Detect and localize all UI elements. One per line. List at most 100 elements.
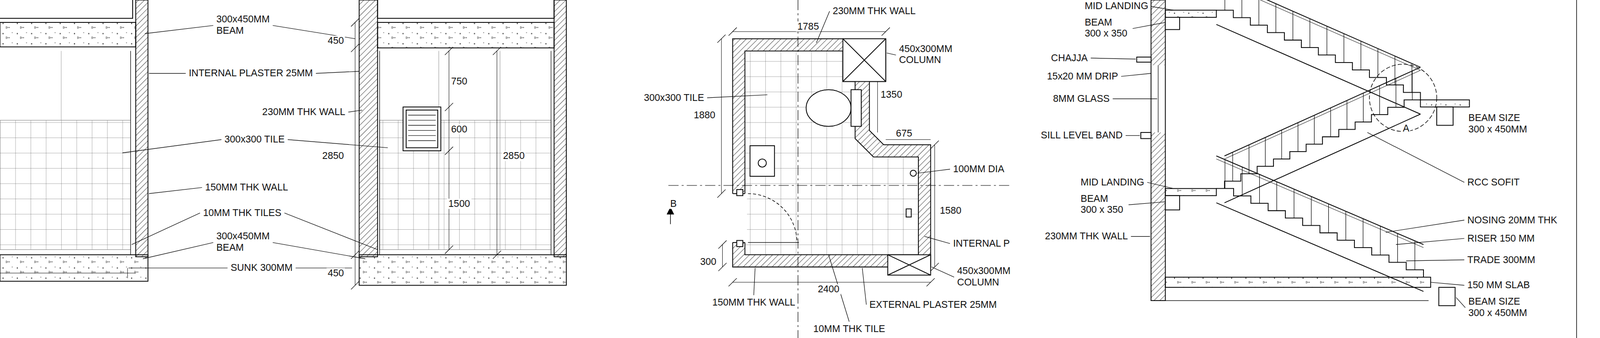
drawing-line bbox=[1438, 287, 1456, 307]
annotation-text: 230MM THK WALL bbox=[261, 107, 347, 119]
drawing-line bbox=[1165, 300, 1429, 302]
drawing-line bbox=[885, 139, 931, 140]
baluster bbox=[1414, 241, 1416, 270]
leader-line bbox=[1132, 22, 1166, 29]
baluster bbox=[1276, 182, 1278, 211]
baluster bbox=[1330, 107, 1332, 137]
drawing-line bbox=[1136, 57, 1151, 63]
drawing-line bbox=[408, 135, 436, 136]
annotation-text: 300x300 TILE bbox=[223, 134, 286, 146]
drawing-line bbox=[842, 38, 886, 82]
handrail bbox=[1216, 0, 1421, 71]
annotation-text: MID LANDING bbox=[1079, 177, 1145, 188]
annotation-text: 150MM THK WALL bbox=[204, 182, 290, 194]
drawing-line bbox=[550, 51, 552, 256]
drawing-line bbox=[881, 27, 890, 36]
annotation-text: SILL LEVEL BAND bbox=[1039, 130, 1124, 142]
drawing-line bbox=[1140, 132, 1151, 139]
annotation-text: 150MM THK WALL bbox=[711, 297, 797, 309]
annotation-text: B bbox=[669, 198, 678, 210]
leader-line bbox=[707, 94, 768, 98]
dimension-text: 1785 bbox=[796, 21, 821, 33]
drawing-line bbox=[1165, 195, 1180, 210]
dimension-text: 1500 bbox=[447, 198, 472, 210]
leader-line bbox=[316, 71, 360, 74]
drawing-line bbox=[445, 146, 454, 156]
drawing-line bbox=[350, 281, 360, 290]
annotation-text: RISER 150 MM bbox=[1466, 233, 1536, 245]
annotation-text: TRADE 300MM bbox=[1466, 254, 1537, 266]
drawing-line bbox=[1158, 65, 1159, 133]
drawing-line bbox=[736, 189, 743, 196]
annotation-text: 10MM THK TILES bbox=[202, 207, 283, 219]
baluster bbox=[1241, 0, 1242, 18]
annotation-text: 100MM DIA bbox=[951, 163, 1005, 175]
baluster bbox=[1292, 11, 1294, 41]
stair-soffit bbox=[1216, 24, 1421, 115]
annotation-text: 10MM THK TILE bbox=[812, 324, 887, 336]
drawing-line bbox=[1165, 17, 1180, 30]
baluster bbox=[1293, 189, 1295, 219]
handrail bbox=[1216, 0, 1421, 68]
drawing-line bbox=[493, 47, 502, 56]
baluster bbox=[1241, 167, 1243, 197]
leader-line bbox=[1406, 260, 1465, 262]
annotation-text: 230MM THK WALL bbox=[1043, 231, 1129, 243]
drawing-line bbox=[758, 159, 767, 168]
drawing-line bbox=[408, 120, 436, 121]
baluster bbox=[1258, 0, 1260, 26]
drawing-line bbox=[1165, 65, 1166, 133]
annotation-text: 150 MM SLAB bbox=[1466, 280, 1531, 292]
handrail bbox=[1216, 159, 1424, 248]
annotation-text: 300x300 TILE bbox=[642, 92, 705, 104]
leader-line bbox=[287, 139, 388, 149]
dimension-text: 450 bbox=[326, 268, 345, 280]
drawing-line bbox=[910, 170, 917, 177]
leader-line bbox=[1395, 238, 1465, 245]
drawing-line bbox=[1165, 10, 1217, 18]
leader-line bbox=[1367, 132, 1465, 183]
annotation-text: 300x450MM BEAM bbox=[215, 14, 271, 37]
drawing-line bbox=[887, 255, 931, 276]
leader-line bbox=[1147, 182, 1174, 189]
baluster bbox=[1310, 196, 1312, 226]
leader-line bbox=[1151, 6, 1174, 11]
handrail bbox=[1224, 67, 1421, 156]
handrail bbox=[1224, 70, 1421, 160]
staircase-section bbox=[1136, 0, 1577, 338]
drawing-line bbox=[732, 38, 931, 268]
dimension-text: 2850 bbox=[502, 150, 527, 162]
stair-steps bbox=[1216, 10, 1421, 100]
baluster bbox=[1297, 123, 1299, 152]
drawing-line bbox=[718, 263, 727, 272]
drawing-line bbox=[728, 278, 737, 287]
baluster bbox=[1377, 48, 1379, 78]
baluster bbox=[1328, 204, 1329, 233]
leader-line bbox=[1121, 73, 1151, 77]
leader-line bbox=[1430, 282, 1465, 286]
drawing-line bbox=[127, 268, 128, 279]
dimension-text: 1350 bbox=[879, 89, 904, 101]
drawing-line bbox=[379, 51, 380, 256]
baluster bbox=[1363, 93, 1364, 123]
drawing-line bbox=[130, 51, 131, 256]
dimension-text: 1880 bbox=[692, 109, 717, 121]
drawing-line bbox=[805, 89, 851, 127]
drawing-line bbox=[377, 22, 554, 49]
drawing-line bbox=[408, 125, 436, 126]
drawing-line bbox=[750, 145, 775, 177]
leader-line bbox=[149, 187, 203, 194]
baluster bbox=[1232, 152, 1233, 182]
leader-line bbox=[131, 213, 200, 245]
dimension-text: 300 bbox=[698, 256, 718, 268]
annotation-text: 450x300MM COLUMN bbox=[955, 266, 1012, 289]
baluster bbox=[1379, 85, 1380, 115]
drawing-line bbox=[797, 0, 799, 338]
drawing-line bbox=[350, 43, 360, 53]
drawing-line bbox=[1165, 188, 1217, 197]
drawing-line bbox=[728, 27, 737, 36]
drawing-line bbox=[1576, 0, 1577, 338]
baluster bbox=[1411, 63, 1413, 93]
drawing-line bbox=[926, 278, 935, 287]
